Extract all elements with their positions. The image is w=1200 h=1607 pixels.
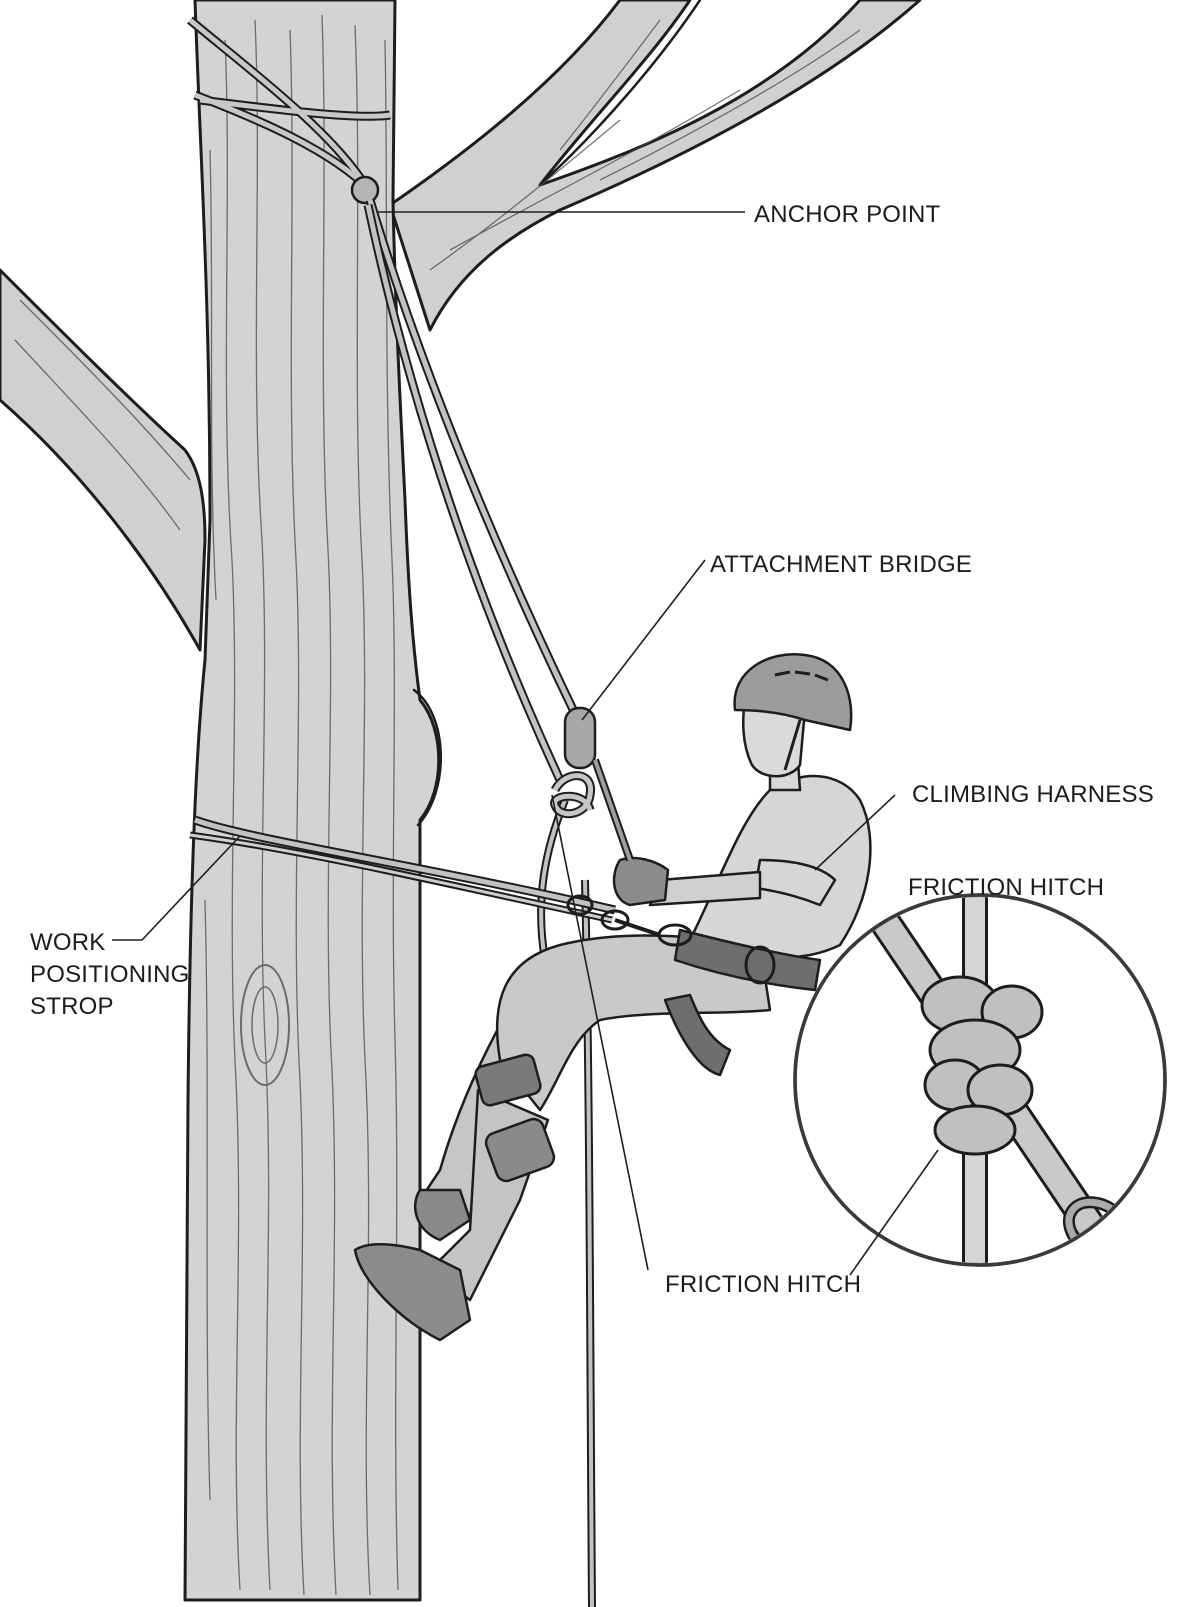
harness-d-ring [744,945,776,985]
tree-knot [412,688,443,827]
label-strop-line-2: POSITIONING [30,961,190,988]
knee-pad [474,1053,542,1107]
harness-leg-loop [663,993,732,1077]
label-friction-hitch: FRICTION HITCH [665,1271,861,1298]
climber-arm [648,870,762,907]
tree [0,0,922,1602]
climber-boot-upper [413,1188,472,1242]
leader-work-positioning-strop [112,835,241,941]
climber-boot [353,1242,472,1342]
climber-helmet [733,653,853,732]
leader-friction-hitch-inset [849,1149,939,1276]
label-climbing-harness: CLIMBING HARNESS [912,781,1154,808]
tree-trunk [183,0,441,1602]
label-strop-line-1: WORK [30,929,105,956]
friction-hitch-inset [793,893,1167,1267]
leader-lines [112,211,939,1276]
hardware [550,706,693,947]
label-friction-hitch-inset: FRICTION HITCH [908,874,1104,901]
climbing-rope-system [187,16,617,1607]
tree-branch-fork [538,0,702,187]
tree-branch-upper-right [388,0,922,332]
anchor-knot [350,175,380,205]
climber-sleeve [753,858,837,907]
attachment-bridge-device [563,706,597,770]
label-anchor-point: ANCHOR POINT [754,201,941,228]
carabiner-1 [600,909,630,931]
label-attachment-bridge: ATTACHMENT BRIDGE [710,551,972,578]
shin-guard [484,1117,556,1183]
climber [353,653,872,1342]
climber-glove [612,856,670,907]
carabiner-3 [566,894,594,916]
label-strop-line-3: STROP [30,993,114,1020]
leader-friction-hitch [551,794,649,1271]
leader-climbing-harness [814,794,896,871]
tree-branch-left [0,268,207,652]
leader-attachment-bridge [581,559,706,721]
